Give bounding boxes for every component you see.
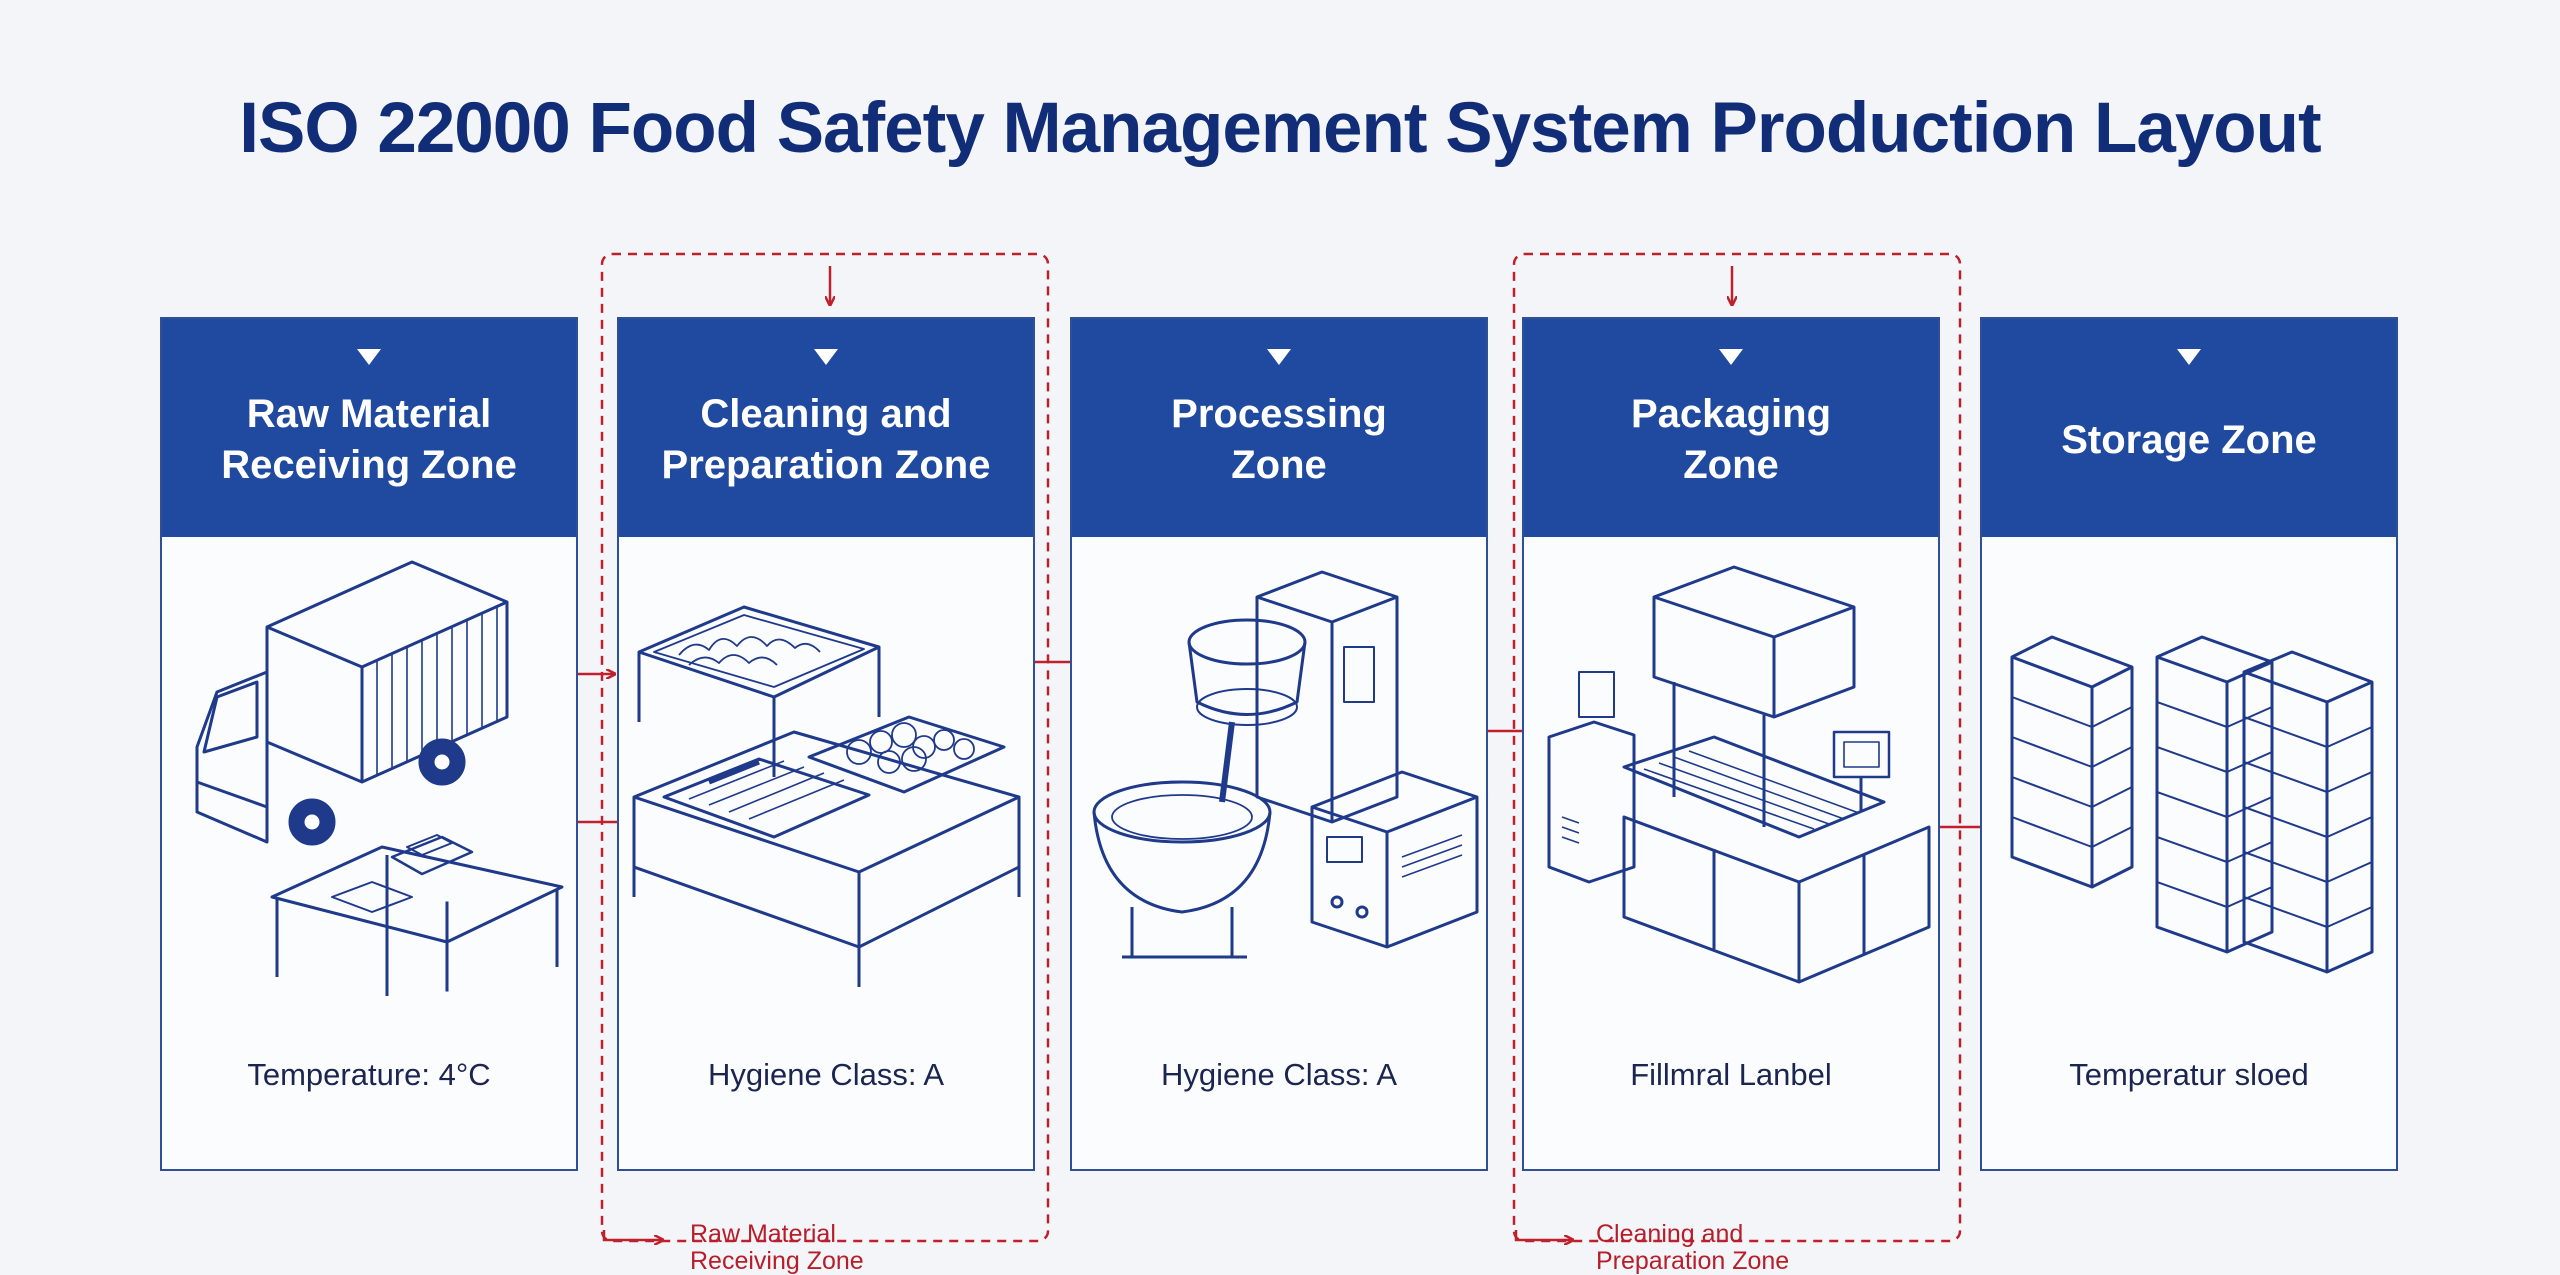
zone-note: Fillmral Lanbel [1630, 1057, 1832, 1092]
storage-rack-icon [1982, 537, 2396, 997]
zone-header: Raw Material Receiving Zone [162, 319, 576, 537]
zone-note: Temperatur sloed [2069, 1057, 2309, 1092]
triangle-marker-icon [1719, 349, 1743, 365]
page-title: ISO 22000 Food Safety Management System … [239, 89, 2321, 168]
zone-name: Storage Zone [2061, 417, 2317, 462]
zone-header: Cleaning and Preparation Zone [619, 319, 1033, 537]
zone-header: Packaging Zone [1524, 319, 1938, 537]
mixer-machine-icon [1072, 537, 1486, 997]
triangle-marker-icon [357, 349, 381, 365]
zone-raw-material-receiving: Raw Material Receiving Zone [160, 317, 578, 1171]
bottom-label-cleaning: Cleaning and Preparation Zone [1596, 1220, 1790, 1275]
zone-header: Processing Zone [1072, 319, 1486, 537]
triangle-marker-icon [1267, 349, 1291, 365]
zone-cleaning-preparation: Cleaning and Preparation Zone [617, 317, 1035, 1171]
zone-name: Processing Zone [1171, 392, 1387, 487]
zone-name: Raw Material Receiving Zone [221, 392, 517, 487]
zone-header: Storage Zone [1982, 319, 2396, 537]
bottom-label-raw-material: Raw Material Receiving Zone [690, 1220, 864, 1275]
triangle-marker-icon [2177, 349, 2201, 365]
packaging-machine-icon [1524, 537, 1938, 997]
zone-note: Hygiene Class: A [1160, 1057, 1398, 1092]
zone-name: Packaging Zone [1630, 392, 1832, 487]
zone-packaging: Packaging Zone [1522, 317, 1940, 1171]
bottom-arrow-2 [1514, 1230, 1572, 1240]
bottom-arrow-1 [602, 1230, 662, 1240]
zone-storage: Storage Zone [1980, 317, 2398, 1171]
zone-note: Temperature: 4°C [247, 1057, 491, 1092]
truck-icon [162, 537, 576, 997]
triangle-marker-icon [814, 349, 838, 365]
zone-name: Cleaning and Preparation Zone [661, 392, 991, 487]
prep-table-icon [619, 537, 1033, 997]
zone-note: Hygiene Class: A [707, 1057, 945, 1092]
zone-processing: Processing Zone [1070, 317, 1488, 1171]
